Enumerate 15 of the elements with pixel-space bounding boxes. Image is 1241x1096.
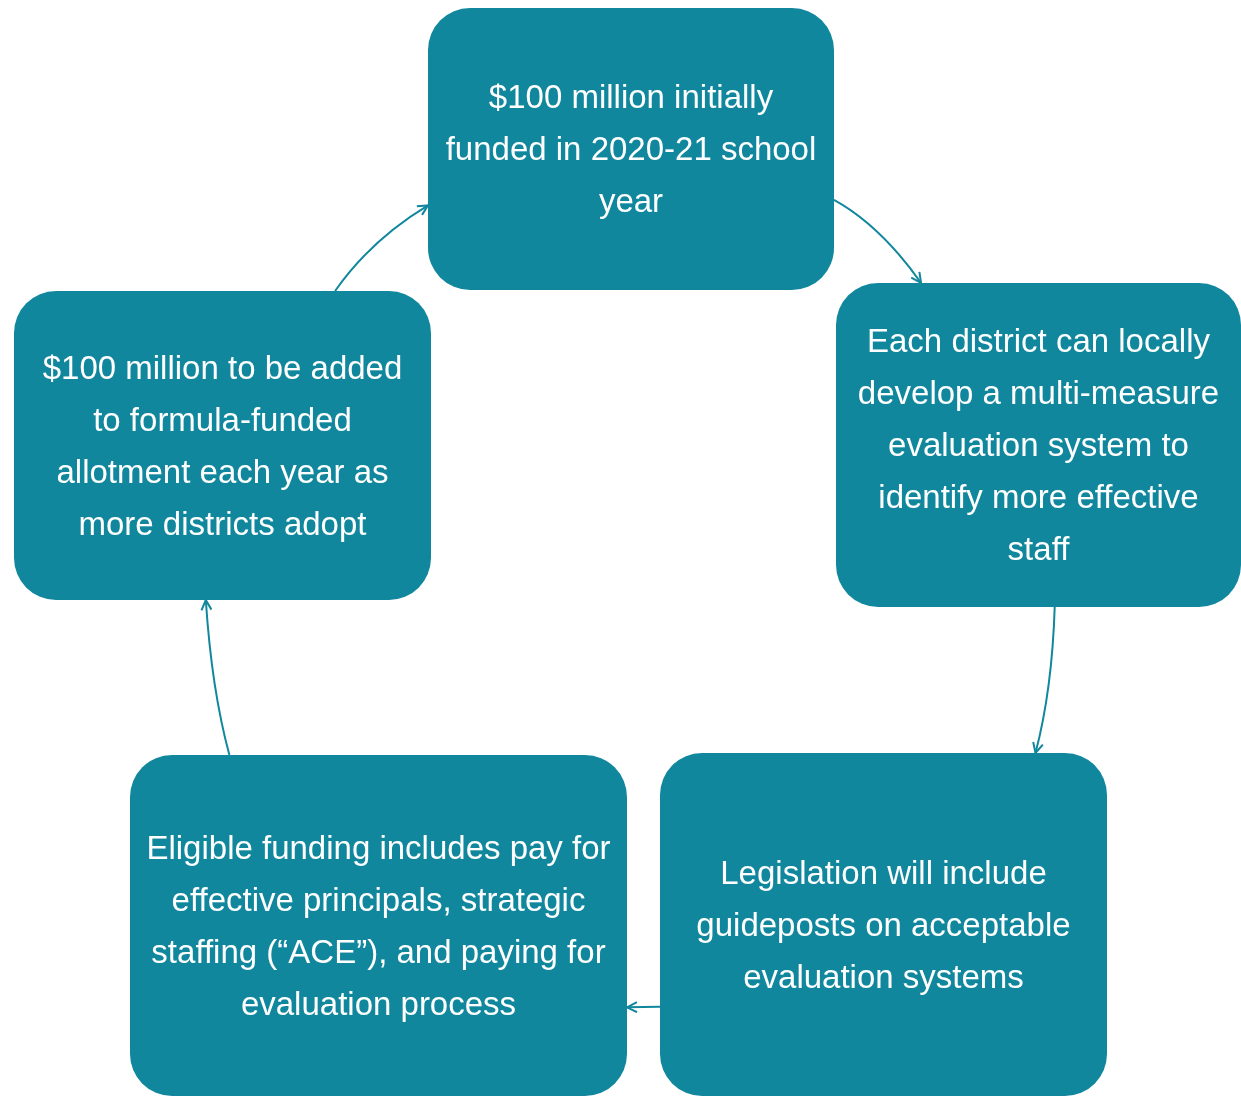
arrow (200, 599, 231, 756)
box-text: $100 million initially funded in 2020-21 school year (444, 77, 818, 221)
process-box (428, 8, 834, 290)
box-text: Eligible funding includes pay for effective principals, strategic staffing (“ACE”), and paying for evaluation process (146, 827, 611, 1024)
arrow (626, 1001, 661, 1014)
process-box (14, 291, 431, 600)
arrow (1032, 606, 1056, 754)
process-box (130, 755, 627, 1096)
process-box (660, 753, 1107, 1096)
process-box (836, 283, 1241, 607)
arrow (833, 198, 923, 284)
box-text: $100 million to be added to formula-funded allotment each year as more districts adopt (41, 347, 404, 544)
box-text: Legislation will include guideposts on acceptable evaluation systems (695, 852, 1072, 997)
arrow (334, 204, 429, 292)
box-text: Each district can locally develop a multi-measure evaluation system to identify more effective staff (856, 321, 1221, 569)
